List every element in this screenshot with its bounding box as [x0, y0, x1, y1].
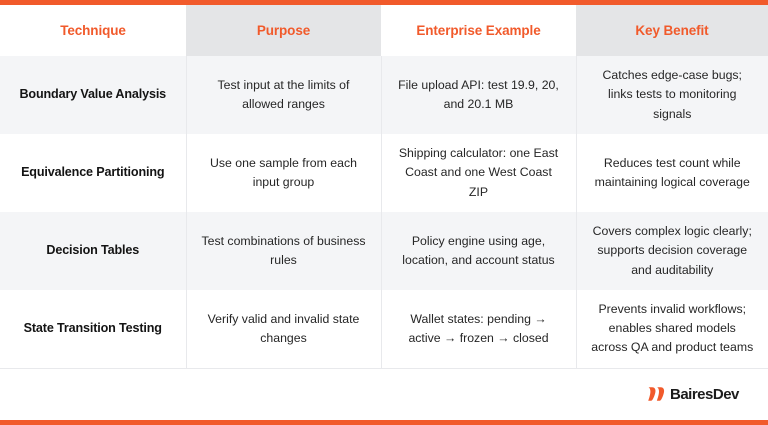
- cell-technique: State Transition Testing: [0, 290, 187, 369]
- cell-enterprise-example: Shipping calculator: one East Coast and …: [381, 134, 577, 212]
- cell-key-benefit: Prevents invalid workflows; enables shar…: [576, 290, 768, 369]
- table-row: Equivalence Partitioning Use one sample …: [0, 134, 768, 212]
- table-header: Technique Purpose Enterprise Example Key…: [0, 5, 768, 56]
- top-accent-rule: [0, 0, 768, 5]
- cell-key-benefit: Catches edge-case bugs; links tests to m…: [576, 56, 768, 134]
- comparison-table-container: Technique Purpose Enterprise Example Key…: [0, 5, 768, 369]
- column-header-technique: Technique: [0, 5, 186, 56]
- header-row: Technique Purpose Enterprise Example Key…: [0, 5, 768, 56]
- cell-purpose: Test input at the limits of allowed rang…: [186, 56, 382, 134]
- table-row: Boundary Value Analysis Test input at th…: [0, 56, 768, 134]
- cell-enterprise-example: Wallet states: pending → active → frozen…: [381, 290, 577, 369]
- cell-key-benefit: Covers complex logic clearly; supports d…: [576, 212, 768, 290]
- bairesdev-double-chevron-icon: [648, 387, 665, 401]
- cell-purpose: Use one sample from each input group: [186, 134, 382, 212]
- table-row: State Transition Testing Verify valid an…: [0, 290, 768, 369]
- bottom-accent-rule: [0, 420, 768, 425]
- cell-key-benefit: Reduces test count while maintaining log…: [576, 134, 768, 212]
- column-header-key-benefit: Key Benefit: [576, 5, 768, 56]
- brand-name: BairesDev: [670, 385, 739, 403]
- table-row: Decision Tables Test combinations of bus…: [0, 212, 768, 290]
- column-header-purpose: Purpose: [186, 5, 381, 56]
- cell-purpose: Test combinations of business rules: [186, 212, 382, 290]
- table-body: Boundary Value Analysis Test input at th…: [0, 56, 768, 369]
- cell-enterprise-example: File upload API: test 19.9, 20, and 20.1…: [381, 56, 577, 134]
- techniques-table: Technique Purpose Enterprise Example Key…: [0, 5, 768, 369]
- cell-technique: Equivalence Partitioning: [0, 134, 187, 212]
- cell-purpose: Verify valid and invalid state changes: [186, 290, 382, 369]
- cell-technique: Boundary Value Analysis: [0, 56, 187, 134]
- cell-technique: Decision Tables: [0, 212, 187, 290]
- brand-logo: BairesDev: [648, 386, 739, 402]
- column-header-enterprise-example: Enterprise Example: [381, 5, 576, 56]
- cell-enterprise-example: Policy engine using age, location, and a…: [381, 212, 577, 290]
